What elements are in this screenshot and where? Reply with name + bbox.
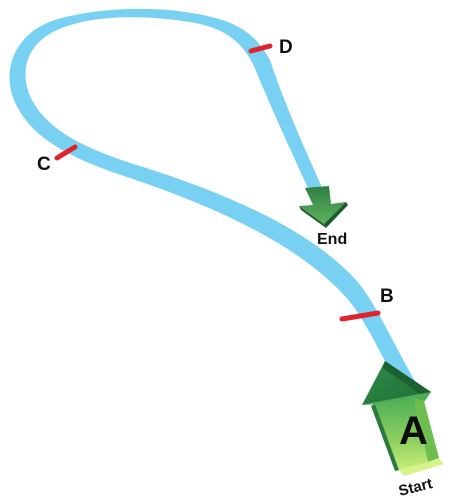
checkpoint-d-label: D: [279, 37, 293, 58]
start-arrow-icon: [360, 361, 444, 476]
checkpoint-c-label: C: [37, 154, 51, 175]
checkpoint-b-label: B: [380, 286, 394, 307]
start-label: Start: [397, 475, 434, 500]
track-path: [9, 8, 426, 405]
end-label: End: [317, 231, 347, 248]
checkpoint-d-marker: [248, 43, 273, 54]
checkpoint-c-marker: [54, 144, 78, 161]
end-arrow-icon: [299, 186, 348, 228]
start-arrow-letter: A: [399, 409, 428, 453]
checkpoint-b-marker: [339, 310, 381, 322]
